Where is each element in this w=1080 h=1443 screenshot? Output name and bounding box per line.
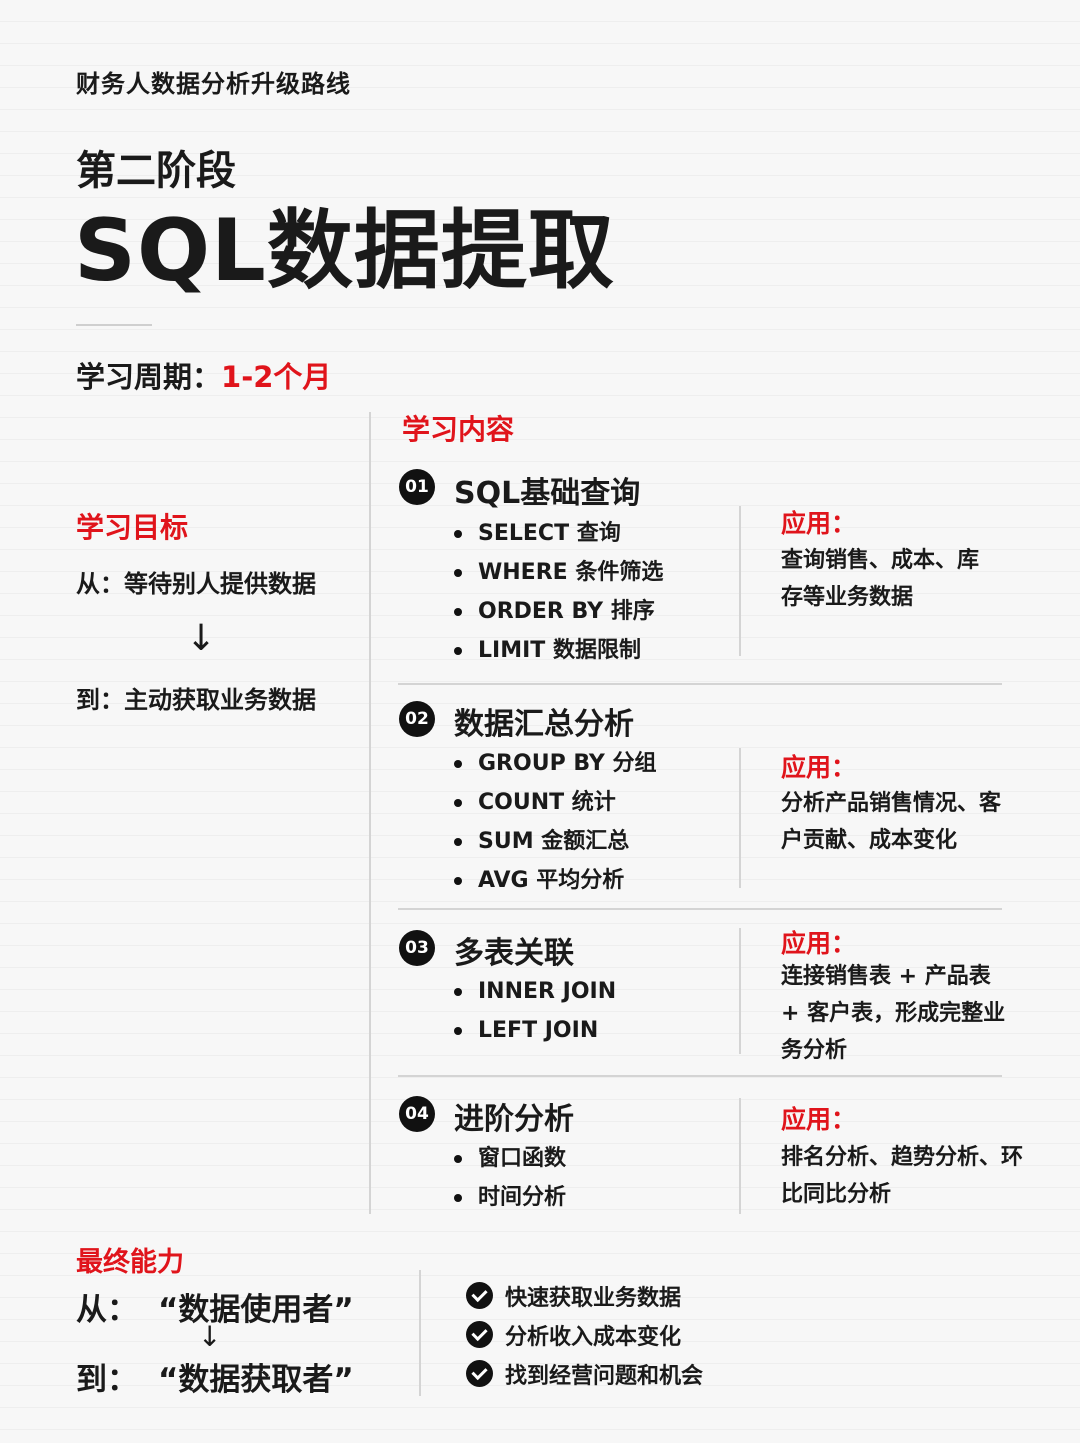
study-period-value: 1-2个月 xyxy=(221,360,332,394)
topic-list: 窗口函数 时间分析 xyxy=(452,1139,566,1217)
capability-text: 分析收入成本变化 xyxy=(505,1324,682,1350)
section-number-badge: 01 xyxy=(399,469,435,505)
topic-item: 窗口函数 xyxy=(452,1139,566,1178)
topic-item: 时间分析 xyxy=(452,1178,566,1217)
topic-item: ORDER BY 排序 xyxy=(452,592,663,631)
capability-item: 分析收入成本变化 xyxy=(466,1315,703,1354)
capability-text: 快速获取业务数据 xyxy=(505,1285,682,1311)
application-heading: 应用： xyxy=(781,509,857,538)
down-arrow-icon: ↓ xyxy=(198,1320,222,1353)
topic-item: SELECT 查询 xyxy=(452,514,663,553)
topic-item: LIMIT 数据限制 xyxy=(452,631,663,670)
final-ability-heading: 最终能力 xyxy=(76,1247,184,1278)
topic-item: COUNT 统计 xyxy=(452,783,657,822)
stage-label: 第二阶段 xyxy=(76,148,236,194)
final-from-value: “数据使用者” xyxy=(158,1292,354,1328)
goal-heading: 学习目标 xyxy=(76,511,189,544)
check-circle-icon xyxy=(466,1321,493,1348)
section-title: 多表关联 xyxy=(454,936,574,971)
section-title: SQL基础查询 xyxy=(454,476,641,511)
application-divider xyxy=(739,748,741,888)
section-separator xyxy=(398,683,1002,685)
section-number-badge: 02 xyxy=(399,701,435,737)
final-divider xyxy=(419,1270,421,1396)
capability-item: 找到经营问题和机会 xyxy=(466,1354,703,1393)
page-title: SQL数据提取 xyxy=(74,201,615,301)
section-separator xyxy=(398,908,1002,910)
application-divider xyxy=(739,1098,741,1214)
topic-item: AVG 平均分析 xyxy=(452,861,657,900)
application-divider xyxy=(739,928,741,1054)
topic-item: LEFT JOIN xyxy=(452,1011,616,1050)
capability-item: 快速获取业务数据 xyxy=(466,1276,703,1315)
final-from-label: 从： xyxy=(76,1292,138,1328)
application-heading: 应用： xyxy=(781,753,857,782)
study-period-label: 学习周期： xyxy=(76,360,222,394)
check-circle-icon xyxy=(466,1282,493,1309)
capability-text: 找到经营问题和机会 xyxy=(505,1363,704,1389)
application-divider xyxy=(739,506,741,656)
topic-list: GROUP BY 分组 COUNT 统计 SUM 金额汇总 AVG 平均分析 xyxy=(452,744,657,900)
section-title: 数据汇总分析 xyxy=(454,707,634,742)
down-arrow-icon: ↓ xyxy=(186,618,217,659)
topic-item: SUM 金额汇总 xyxy=(452,822,657,861)
series-subtitle: 财务人数据分析升级路线 xyxy=(76,70,351,98)
capability-list: 快速获取业务数据 分析收入成本变化 找到经营问题和机会 xyxy=(466,1276,703,1393)
section-number-badge: 04 xyxy=(399,1096,435,1132)
content-heading: 学习内容 xyxy=(402,413,515,446)
goal-to: 到：主动获取业务数据 xyxy=(76,686,316,714)
final-to: 到： “数据获取者” xyxy=(76,1354,354,1399)
application-text: 查询销售、成本、库存等业务数据 xyxy=(781,548,980,610)
topic-item: WHERE 条件筛选 xyxy=(452,553,663,592)
goal-from: 从：等待别人提供数据 xyxy=(76,570,316,598)
check-circle-icon xyxy=(466,1360,493,1387)
application-text: 连接销售表 + 产品表 + 客户表，形成完整业务分析 xyxy=(781,964,1006,1063)
final-to-label: 到： xyxy=(76,1362,138,1398)
final-from: 从： “数据使用者” xyxy=(76,1284,354,1329)
title-divider xyxy=(76,324,152,326)
topic-item: INNER JOIN xyxy=(452,972,616,1011)
application-heading: 应用： xyxy=(781,1105,857,1134)
section-separator xyxy=(398,1075,1002,1077)
application-heading: 应用： xyxy=(781,929,857,958)
topic-item: GROUP BY 分组 xyxy=(452,744,657,783)
application-text: 排名分析、趋势分析、环比同比分析 xyxy=(781,1145,1024,1207)
study-period: 学习周期：1-2个月 xyxy=(76,354,331,396)
topic-list: SELECT 查询 WHERE 条件筛选 ORDER BY 排序 LIMIT 数… xyxy=(452,514,663,670)
final-to-value: “数据获取者” xyxy=(158,1362,354,1398)
section-title: 进阶分析 xyxy=(454,1102,574,1137)
column-divider xyxy=(369,412,371,1214)
topic-list: INNER JOIN LEFT JOIN xyxy=(452,972,616,1050)
section-number-badge: 03 xyxy=(399,930,435,966)
application-text: 分析产品销售情况、客户贡献、成本变化 xyxy=(781,791,1002,853)
